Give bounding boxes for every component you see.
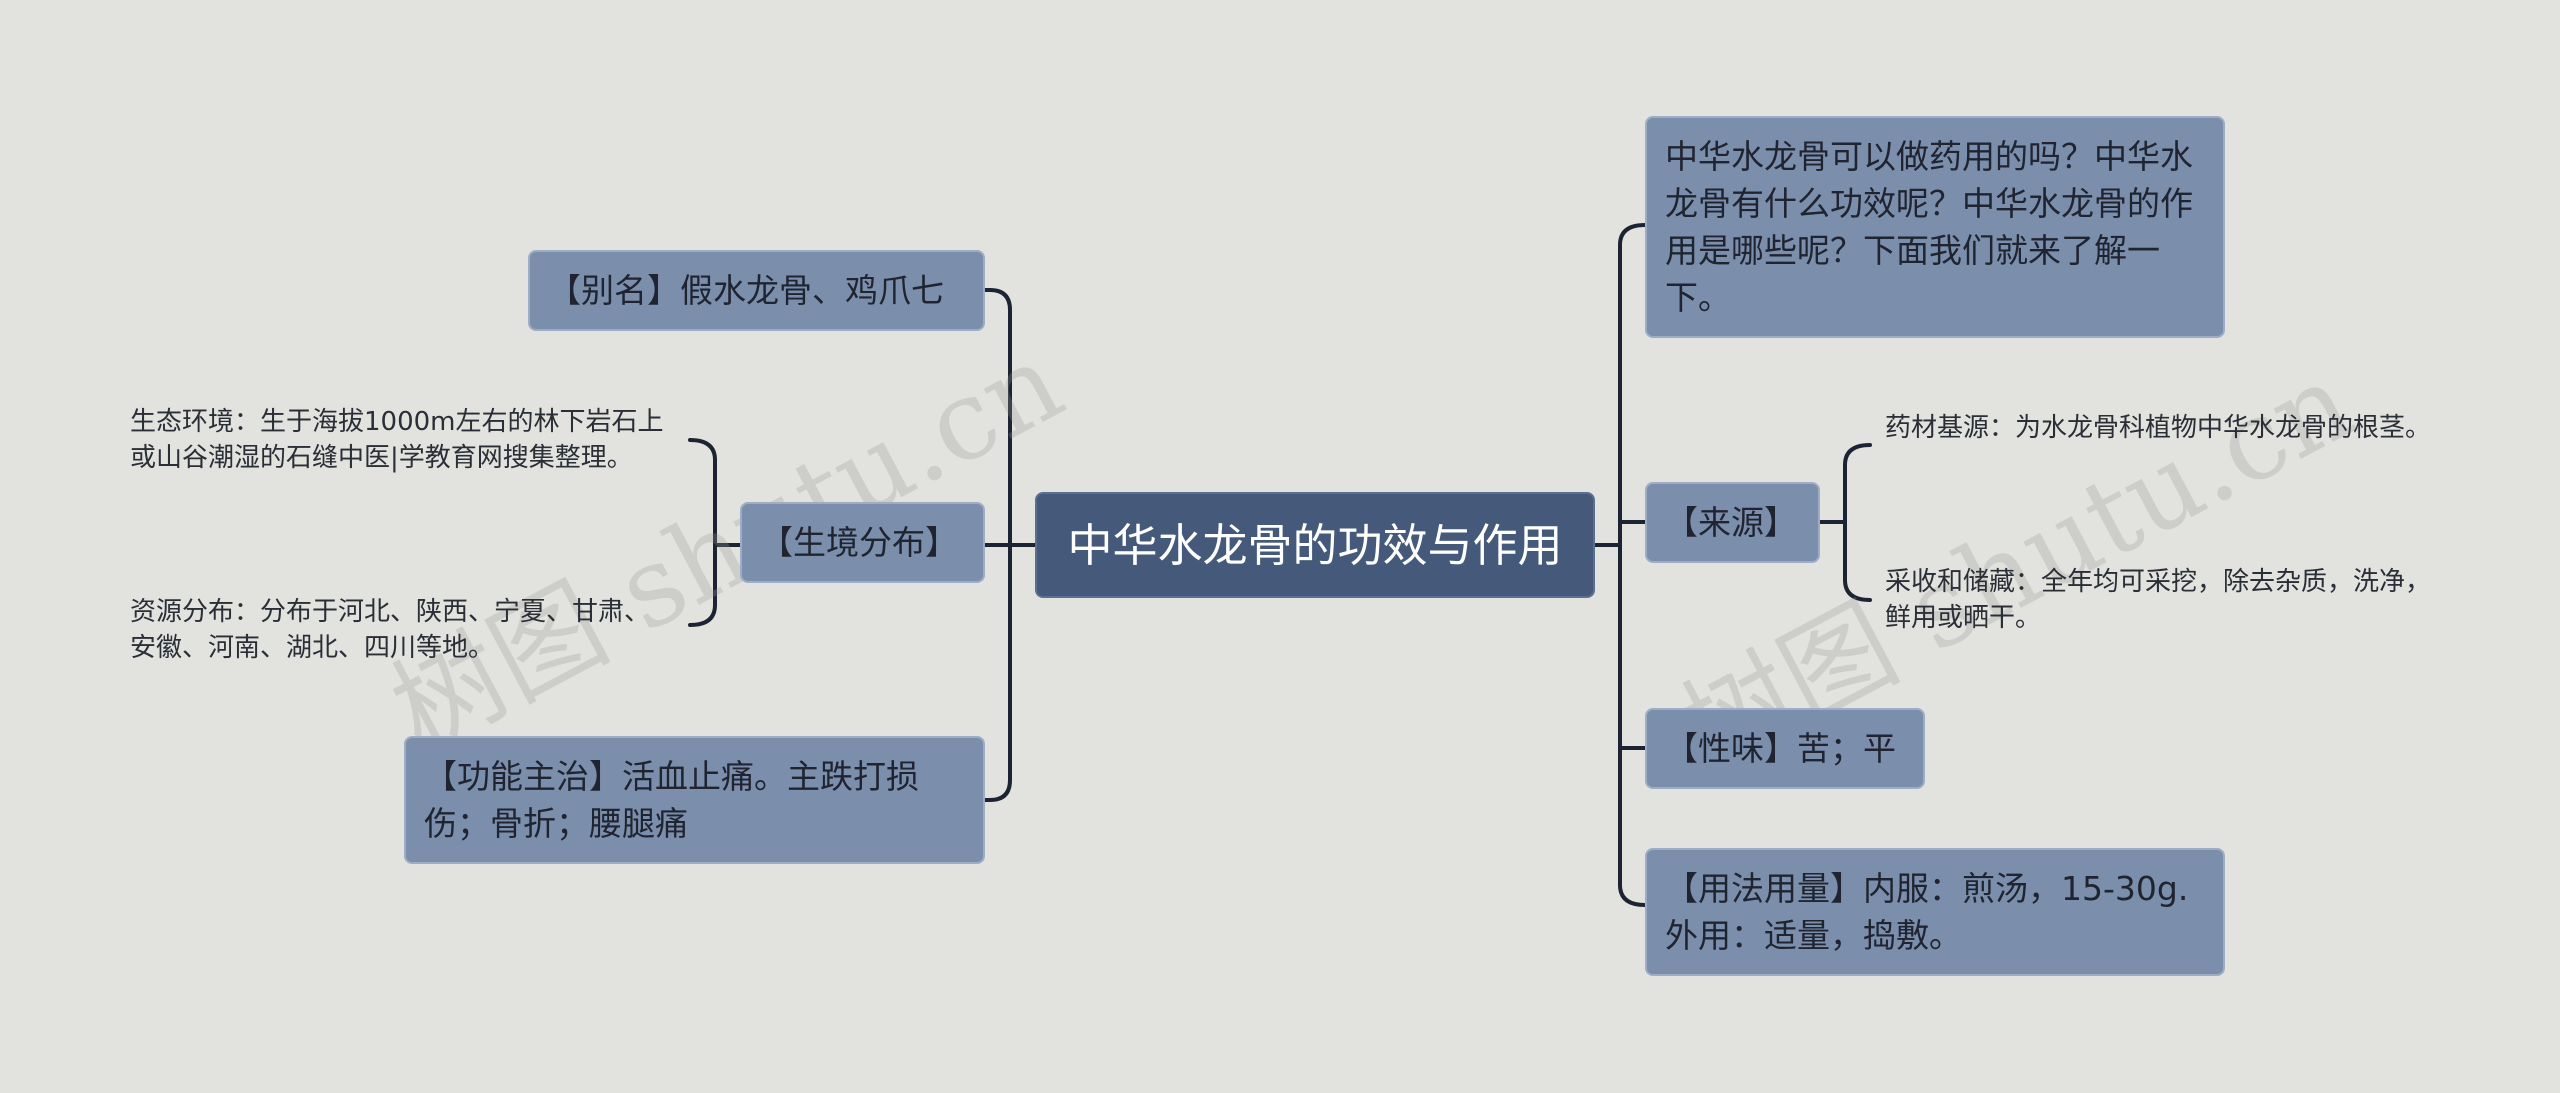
taste-text: 【性味】苦；平 [1665, 729, 1896, 768]
center-topic-label: 中华水龙骨的功效与作用 [1067, 518, 1563, 572]
function-text: 【功能主治】活血止痛。主跌打损伤；骨折；腰腿痛 [424, 757, 919, 843]
alias-node[interactable]: 【别名】假水龙骨、鸡爪七 [528, 250, 985, 331]
alias-text: 【别名】假水龙骨、鸡爪七 [548, 271, 944, 310]
source-base-text: 药材基源：为水龙骨科植物中华水龙骨的根茎。 [1885, 413, 2432, 443]
habitat-label: 【生境分布】 [760, 523, 958, 562]
center-topic[interactable]: 中华水龙骨的功效与作用 [1035, 492, 1595, 598]
link-right-branches [1618, 223, 1647, 907]
usage-node[interactable]: 【用法用量】内服：煎汤，15-30g.外用：适量，捣敷。 [1645, 848, 2225, 976]
usage-text: 【用法用量】内服：煎汤，15-30g.外用：适量，捣敷。 [1665, 869, 2189, 955]
source-label: 【来源】 [1665, 503, 1797, 542]
source-harvest-text: 采收和储藏：全年均可采挖，除去杂质，洗净，鲜用或晒干。 [1885, 567, 2432, 633]
function-node[interactable]: 【功能主治】活血止痛。主跌打损伤；骨折；腰腿痛 [404, 736, 985, 864]
habitat-node[interactable]: 【生境分布】 [740, 502, 985, 583]
link-source-leaves [1843, 443, 1872, 602]
source-node[interactable]: 【来源】 [1645, 482, 1820, 563]
intro-node[interactable]: 中华水龙骨可以做药用的吗？中华水龙骨有什么功效呢？中华水龙骨的作用是哪些呢？下面… [1645, 116, 2225, 338]
taste-node[interactable]: 【性味】苦；平 [1645, 708, 1925, 789]
intro-text: 中华水龙骨可以做药用的吗？中华水龙骨有什么功效呢？中华水龙骨的作用是哪些呢？下面… [1665, 137, 2193, 317]
habitat-ecology-text: 生态环境：生于海拔1000m左右的林下岩石上或山谷潮湿的石缝中医|学教育网搜集整… [130, 407, 664, 473]
habitat-distribution-text: 资源分布：分布于河北、陕西、宁夏、甘肃、安徽、河南、湖北、四川等地。 [130, 597, 651, 663]
link-habitat-leaves [688, 438, 717, 627]
